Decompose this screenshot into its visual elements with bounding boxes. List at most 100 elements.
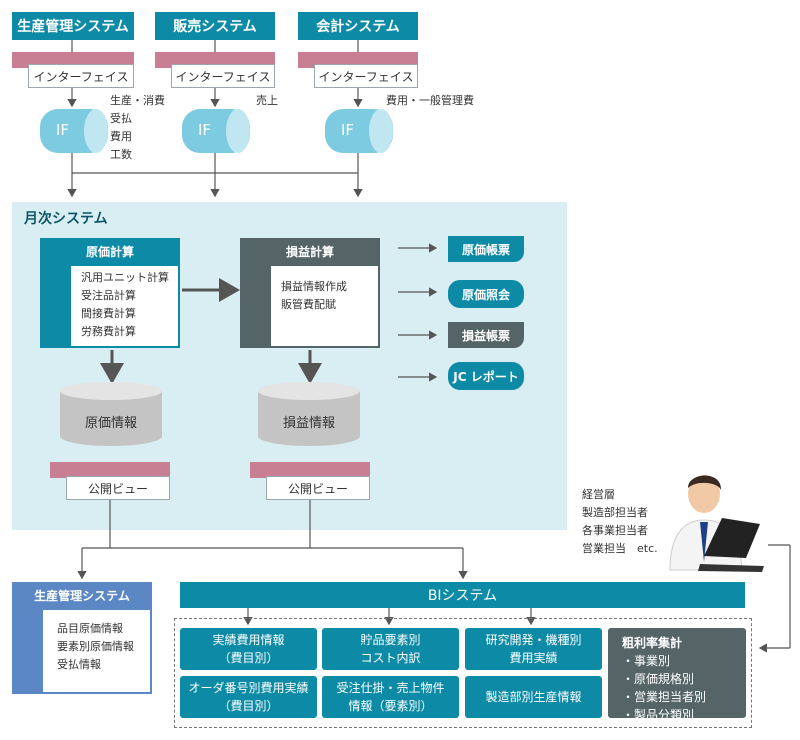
bi-cell-line: 製造部別生産情報 [485, 690, 582, 704]
bi-cell-line: （費目別） [218, 651, 279, 665]
production-system-output: 生産管理システム 品目原価情報 要素別原価情報 受払情報 [12, 582, 152, 694]
note-text: 生産・消費 [110, 94, 165, 107]
pl-calc-list: 損益情報作成 販管費配賦 [271, 266, 378, 346]
database-label: 原価情報 [84, 416, 137, 431]
bi-cell: オーダ番号別費用実績 （費目別） [180, 676, 317, 718]
output-label: 原価照会 [461, 287, 510, 302]
user-list: 経営層 製造部担当者 各事業担当者 営業担当 etc. [582, 486, 658, 558]
bi-cell-line: 費用実績 [509, 651, 558, 665]
gross-margin-summary: 粗利率集計 ・事業別 ・原価規格別 ・営業担当者別 ・製品分類別 [608, 628, 746, 722]
bi-cell-line: コスト内訳 [360, 651, 421, 665]
output-label: 原価帳票 [461, 242, 510, 257]
summary-item: ・事業別 [622, 654, 671, 668]
bi-cell: 受注仕掛・売上物件情報（要素別） [322, 676, 459, 718]
production-output-item: 要素別原価情報 [57, 640, 134, 653]
source-system-accounting: 会計システム [298, 12, 418, 40]
if-cylinder-cap [369, 109, 393, 153]
source-system-sales: 販売システム [155, 12, 275, 40]
bi-cell-line: 貯品要素別 [360, 633, 421, 647]
bi-cell: 製造部別生産情報 [465, 676, 602, 718]
summary-item: ・営業担当者別 [622, 690, 707, 704]
cost-calc-box: 原価計算 汎用ユニット計算 受注品計算 間接費計算 労務費計算 [40, 238, 180, 348]
output-label: JC レポート [453, 369, 519, 384]
public-view-bar [250, 462, 370, 478]
cost-calc-item: 労務費計算 [81, 325, 136, 338]
public-view-box: 公開ビュー [66, 476, 170, 500]
bi-cell: 貯品要素別コスト内訳 [322, 628, 459, 670]
if-cylinder: IF [40, 109, 108, 153]
summary-title: 粗利率集計 [622, 636, 683, 650]
accounting-notes: 費用・一般管理費 [386, 92, 474, 110]
summary-item: ・製品分類別 [622, 708, 695, 722]
interface-label: インターフェイス [175, 69, 271, 84]
bi-cell: 実績費用情報 （費目別） [180, 628, 317, 670]
production-output-title: 生産管理システム [34, 588, 130, 603]
note-text: 受払 [110, 112, 132, 125]
public-view-bar [50, 462, 170, 478]
bi-cell-line: 実績費用情報 [212, 633, 285, 647]
output-pl-report: 損益帳票 [448, 322, 524, 348]
bi-system-header: BIシステム [180, 582, 745, 608]
pl-calc-title: 損益計算 [285, 244, 334, 259]
user-label: 製造部担当者 [582, 506, 648, 519]
production-output-list: 品目原価情報 要素別原価情報 受払情報 [43, 610, 150, 692]
cost-calc-item: 間接費計算 [81, 307, 136, 320]
output-label: 損益帳票 [461, 328, 510, 343]
user-label: 営業担当 etc. [582, 542, 658, 555]
bi-cell-line: 研究開発・機種別 [485, 633, 582, 647]
public-view-label: 公開ビュー [287, 481, 348, 496]
monthly-system-title: 月次システム [24, 211, 108, 227]
cost-calc-item: 汎用ユニット計算 [81, 271, 169, 284]
source-title: 販売システム [173, 19, 257, 35]
output-cost-report: 原価帳票 [448, 236, 524, 262]
production-output-item: 受払情報 [57, 658, 101, 671]
sales-notes: 売上 [256, 92, 278, 110]
public-view-box: 公開ビュー [266, 476, 370, 500]
bi-cell: 研究開発・機種別費用実績 [465, 628, 602, 670]
interface-label: インターフェイス [33, 69, 129, 84]
if-label: IF [56, 121, 70, 139]
note-text: 費用 [110, 130, 132, 143]
cost-calc-item: 受注品計算 [81, 289, 136, 302]
database-top [60, 382, 162, 400]
if-cylinder: IF [182, 109, 250, 153]
if-cylinder-cap [84, 109, 108, 153]
interface-box: インターフェイス [314, 64, 418, 88]
production-output-item: 品目原価情報 [57, 622, 123, 635]
source-system-production: 生産管理システム [12, 12, 134, 40]
cost-calc-title: 原価計算 [85, 244, 134, 259]
bi-cell-line: 受注仕掛・売上物件 [336, 681, 445, 695]
public-view-label: 公開ビュー [87, 481, 148, 496]
if-cylinder-cap [226, 109, 250, 153]
bi-cell-line: （費目別） [218, 699, 279, 713]
pl-calc-item: 損益情報作成 [281, 280, 347, 293]
if-label: IF [341, 121, 355, 139]
output-jc-report: JC レポート [448, 362, 524, 390]
interface-box: インターフェイス [171, 64, 275, 88]
database-label: 損益情報 [282, 416, 335, 431]
bi-system-title: BIシステム [427, 588, 498, 604]
pl-calc-item: 販管費配賦 [281, 298, 336, 311]
bi-cell-line: オーダ番号別費用実績 [188, 681, 309, 695]
note-text: 売上 [256, 94, 278, 107]
cost-calc-list: 汎用ユニット計算 受注品計算 間接費計算 労務費計算 [71, 266, 178, 346]
production-notes: 生産・消費 受払 費用 工数 [110, 92, 165, 164]
note-text: 工数 [110, 148, 132, 161]
user-label: 各事業担当者 [582, 524, 648, 537]
if-label: IF [198, 121, 212, 139]
output-cost-inquiry: 原価照会 [448, 280, 524, 308]
interface-box: インターフェイス [28, 64, 134, 88]
summary-item: ・原価規格別 [622, 672, 695, 686]
source-title: 生産管理システム [17, 19, 129, 35]
note-text: 費用・一般管理費 [386, 94, 474, 107]
bi-cell-line: 情報（要素別） [348, 699, 433, 713]
user-label: 経営層 [582, 488, 615, 501]
source-title: 会計システム [316, 19, 400, 35]
if-cylinder: IF [325, 109, 393, 153]
pl-calc-box: 損益計算 損益情報作成 販管費配賦 [240, 238, 380, 348]
person-at-laptop-icon [669, 475, 764, 572]
interface-label: インターフェイス [318, 69, 414, 84]
bi-cells-frame [174, 618, 752, 728]
